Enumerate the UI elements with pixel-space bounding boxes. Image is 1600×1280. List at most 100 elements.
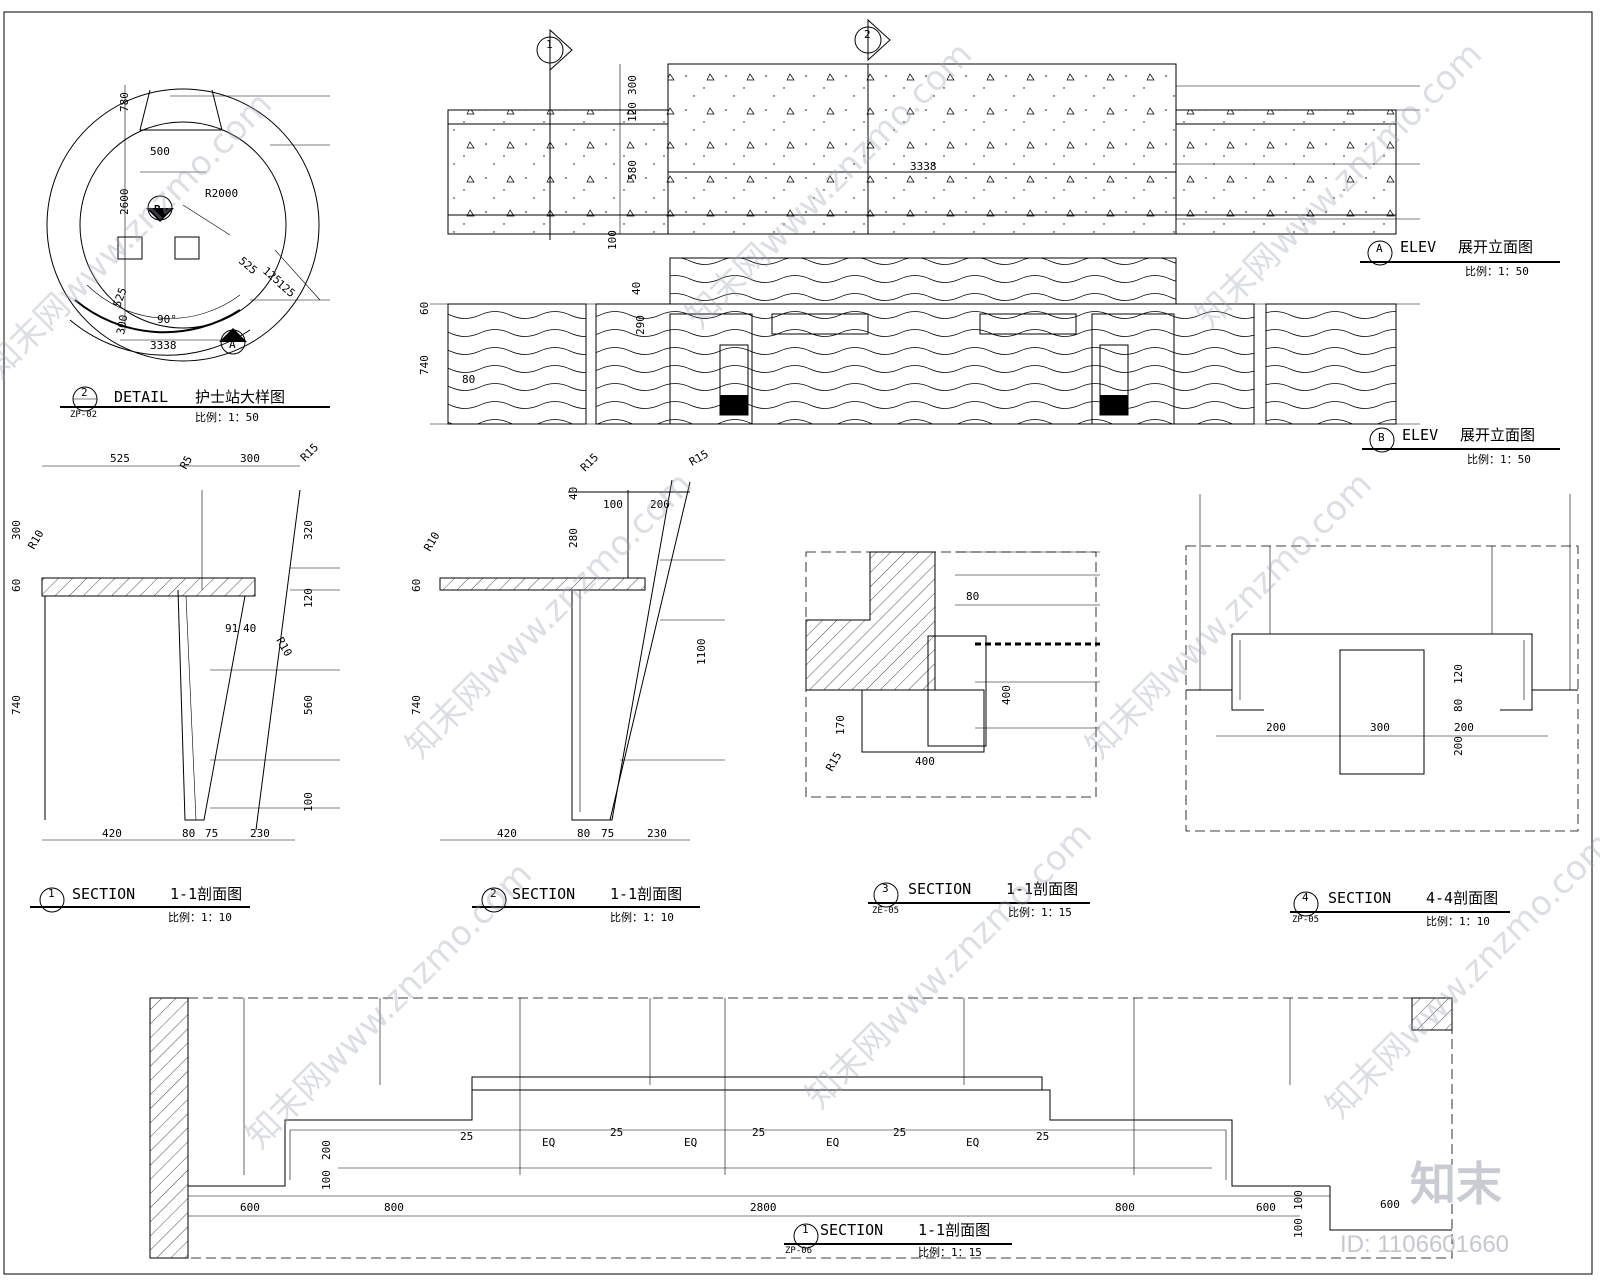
dim-400v: 400	[1000, 685, 1013, 705]
s1b-prefix: SECTION	[512, 885, 575, 903]
sb-prefix: SECTION	[820, 1221, 883, 1239]
section-cut-1: 1	[536, 28, 573, 72]
dim-100: 100	[603, 498, 623, 511]
sb-scale: 比例：1：15	[918, 1245, 982, 1259]
dim-r15b: R15	[687, 447, 711, 468]
detail-plan-view: 780 500 2600 R2000 525 125 125 525 300 9…	[46, 85, 330, 424]
elev-b-title: 展开立面图	[1460, 426, 1535, 444]
dim-300: 300	[626, 75, 639, 95]
dim-600c: 600	[1380, 1198, 1400, 1211]
dim-200: 200	[650, 498, 670, 511]
detail-scale: 比例：1：50	[195, 410, 259, 424]
dim-580: 580	[626, 160, 639, 180]
s1a-title: 1-1剖面图	[170, 885, 242, 903]
dim-b230: 230	[250, 827, 270, 840]
s1c-ref-bottom: ZE-05	[872, 906, 899, 916]
dim-500: 500	[150, 145, 170, 158]
watermark-5: 知末网www.znzmo.com	[1078, 464, 1380, 766]
dim-r10b: R10	[273, 635, 294, 659]
dim-v740: 740	[410, 695, 423, 715]
elev-b-prefix: ELEV	[1402, 426, 1438, 444]
inner-circle	[79, 121, 287, 329]
chair-1	[117, 236, 143, 260]
dim-v560: 560	[302, 695, 315, 715]
s1a-ref: 1	[48, 887, 55, 900]
dim-91: 91	[225, 622, 238, 635]
dim-r15: R15	[298, 441, 321, 464]
entry-gap	[139, 89, 223, 131]
counter-arc	[74, 299, 241, 334]
dim-170: 170	[834, 715, 847, 735]
dim-40: 40	[630, 282, 643, 295]
dim-25c: 25	[752, 1126, 765, 1139]
s4-ref-bottom: ZP-05	[1292, 915, 1319, 925]
elev-a-title: 展开立面图	[1458, 238, 1533, 256]
dim-v1100: 1100	[695, 639, 708, 666]
dim-r10a: R10	[25, 528, 46, 552]
watermark-6: 知末网www.znzmo.com	[798, 814, 1100, 1116]
dim-v280: 280	[567, 528, 580, 548]
sb-ref-top: 1	[802, 1223, 809, 1236]
elev-b-ref: B	[1378, 431, 1385, 444]
dim-600a: 600	[240, 1201, 260, 1214]
sb-ref-bottom: ZP-06	[785, 1246, 812, 1256]
dim-v100: 100	[320, 1170, 333, 1190]
eq-2: EQ	[684, 1136, 697, 1149]
dim-v120: 120	[1452, 664, 1465, 684]
dim-300: 300	[114, 314, 130, 336]
elev-b-scale: 比例：1：50	[1467, 452, 1531, 466]
s4-title: 4-4剖面图	[1426, 889, 1498, 907]
brand-logo: 知末	[1410, 1157, 1502, 1211]
dim-v80: 80	[1452, 699, 1465, 712]
dim-525a: 525	[236, 254, 260, 277]
dim-b420: 420	[497, 827, 517, 840]
image-id: ID: 1106601660	[1340, 1231, 1509, 1258]
elevation-a-view: 1 2 300 120 580 100 3338 A ELEV 展开立面图 比例…	[447, 18, 1560, 278]
s1a-scale: 比例：1：10	[168, 910, 232, 924]
watermark-7: 知末网www.znzmo.com	[1318, 824, 1600, 1126]
s1c-prefix: SECTION	[908, 880, 971, 898]
dim-b420: 420	[102, 827, 122, 840]
dim-40: 40	[243, 622, 256, 635]
eq-3: EQ	[826, 1136, 839, 1149]
dim-r15a: R15	[578, 451, 601, 474]
dim-200a: 200	[1266, 721, 1286, 734]
marker-b-label: B	[154, 203, 161, 216]
s1a-prefix: SECTION	[72, 885, 135, 903]
dim-v120: 120	[302, 588, 315, 608]
dim-2800: 2800	[750, 1201, 777, 1214]
dim-v740: 740	[10, 695, 23, 715]
s1c-title: 1-1剖面图	[1006, 880, 1078, 898]
dim-v60: 60	[410, 579, 423, 592]
s4-prefix: SECTION	[1328, 889, 1391, 907]
dim-v200: 200	[320, 1140, 333, 1160]
dim-b75: 75	[205, 827, 218, 840]
dim-90: 90°	[157, 313, 177, 326]
detail-ref-top: 2	[81, 386, 88, 399]
dim-2600: 2600	[118, 189, 131, 216]
watermark-2: 知末网www.znzmo.com	[398, 464, 700, 766]
dim-400: 400	[915, 755, 935, 768]
section-1a-view: 525 300 R5 R15 R10 R10 300 60 740 320 12…	[10, 441, 340, 924]
dim-v100c: 100	[1292, 1218, 1305, 1238]
dim-r2000: R2000	[205, 187, 238, 200]
dim-b75: 75	[601, 827, 614, 840]
dim-25a: 25	[460, 1130, 473, 1143]
elev-a-sec1: 1	[546, 38, 553, 51]
elev-a-scale: 比例：1：50	[1465, 264, 1529, 278]
detail-title: 护士站大样图	[195, 388, 285, 406]
dim-v100: 100	[302, 792, 315, 812]
marker-a-label: A	[229, 338, 236, 351]
section-4-view: 200 300 200 120 80 200 4 ZP-05 SECTION 4…	[1185, 494, 1579, 928]
dim-v200: 200	[1452, 736, 1465, 756]
dim-b80: 80	[182, 827, 195, 840]
dim-300: 300	[1370, 721, 1390, 734]
dim-r5: R5	[177, 454, 195, 472]
s4-ref-top: 4	[1302, 891, 1309, 904]
dim-v40: 40	[567, 487, 580, 500]
dim-25e: 25	[1036, 1130, 1049, 1143]
s1c-scale: 比例：1：15	[1008, 905, 1072, 919]
hanger-rods	[243, 998, 1291, 1175]
dim-b80: 80	[577, 827, 590, 840]
